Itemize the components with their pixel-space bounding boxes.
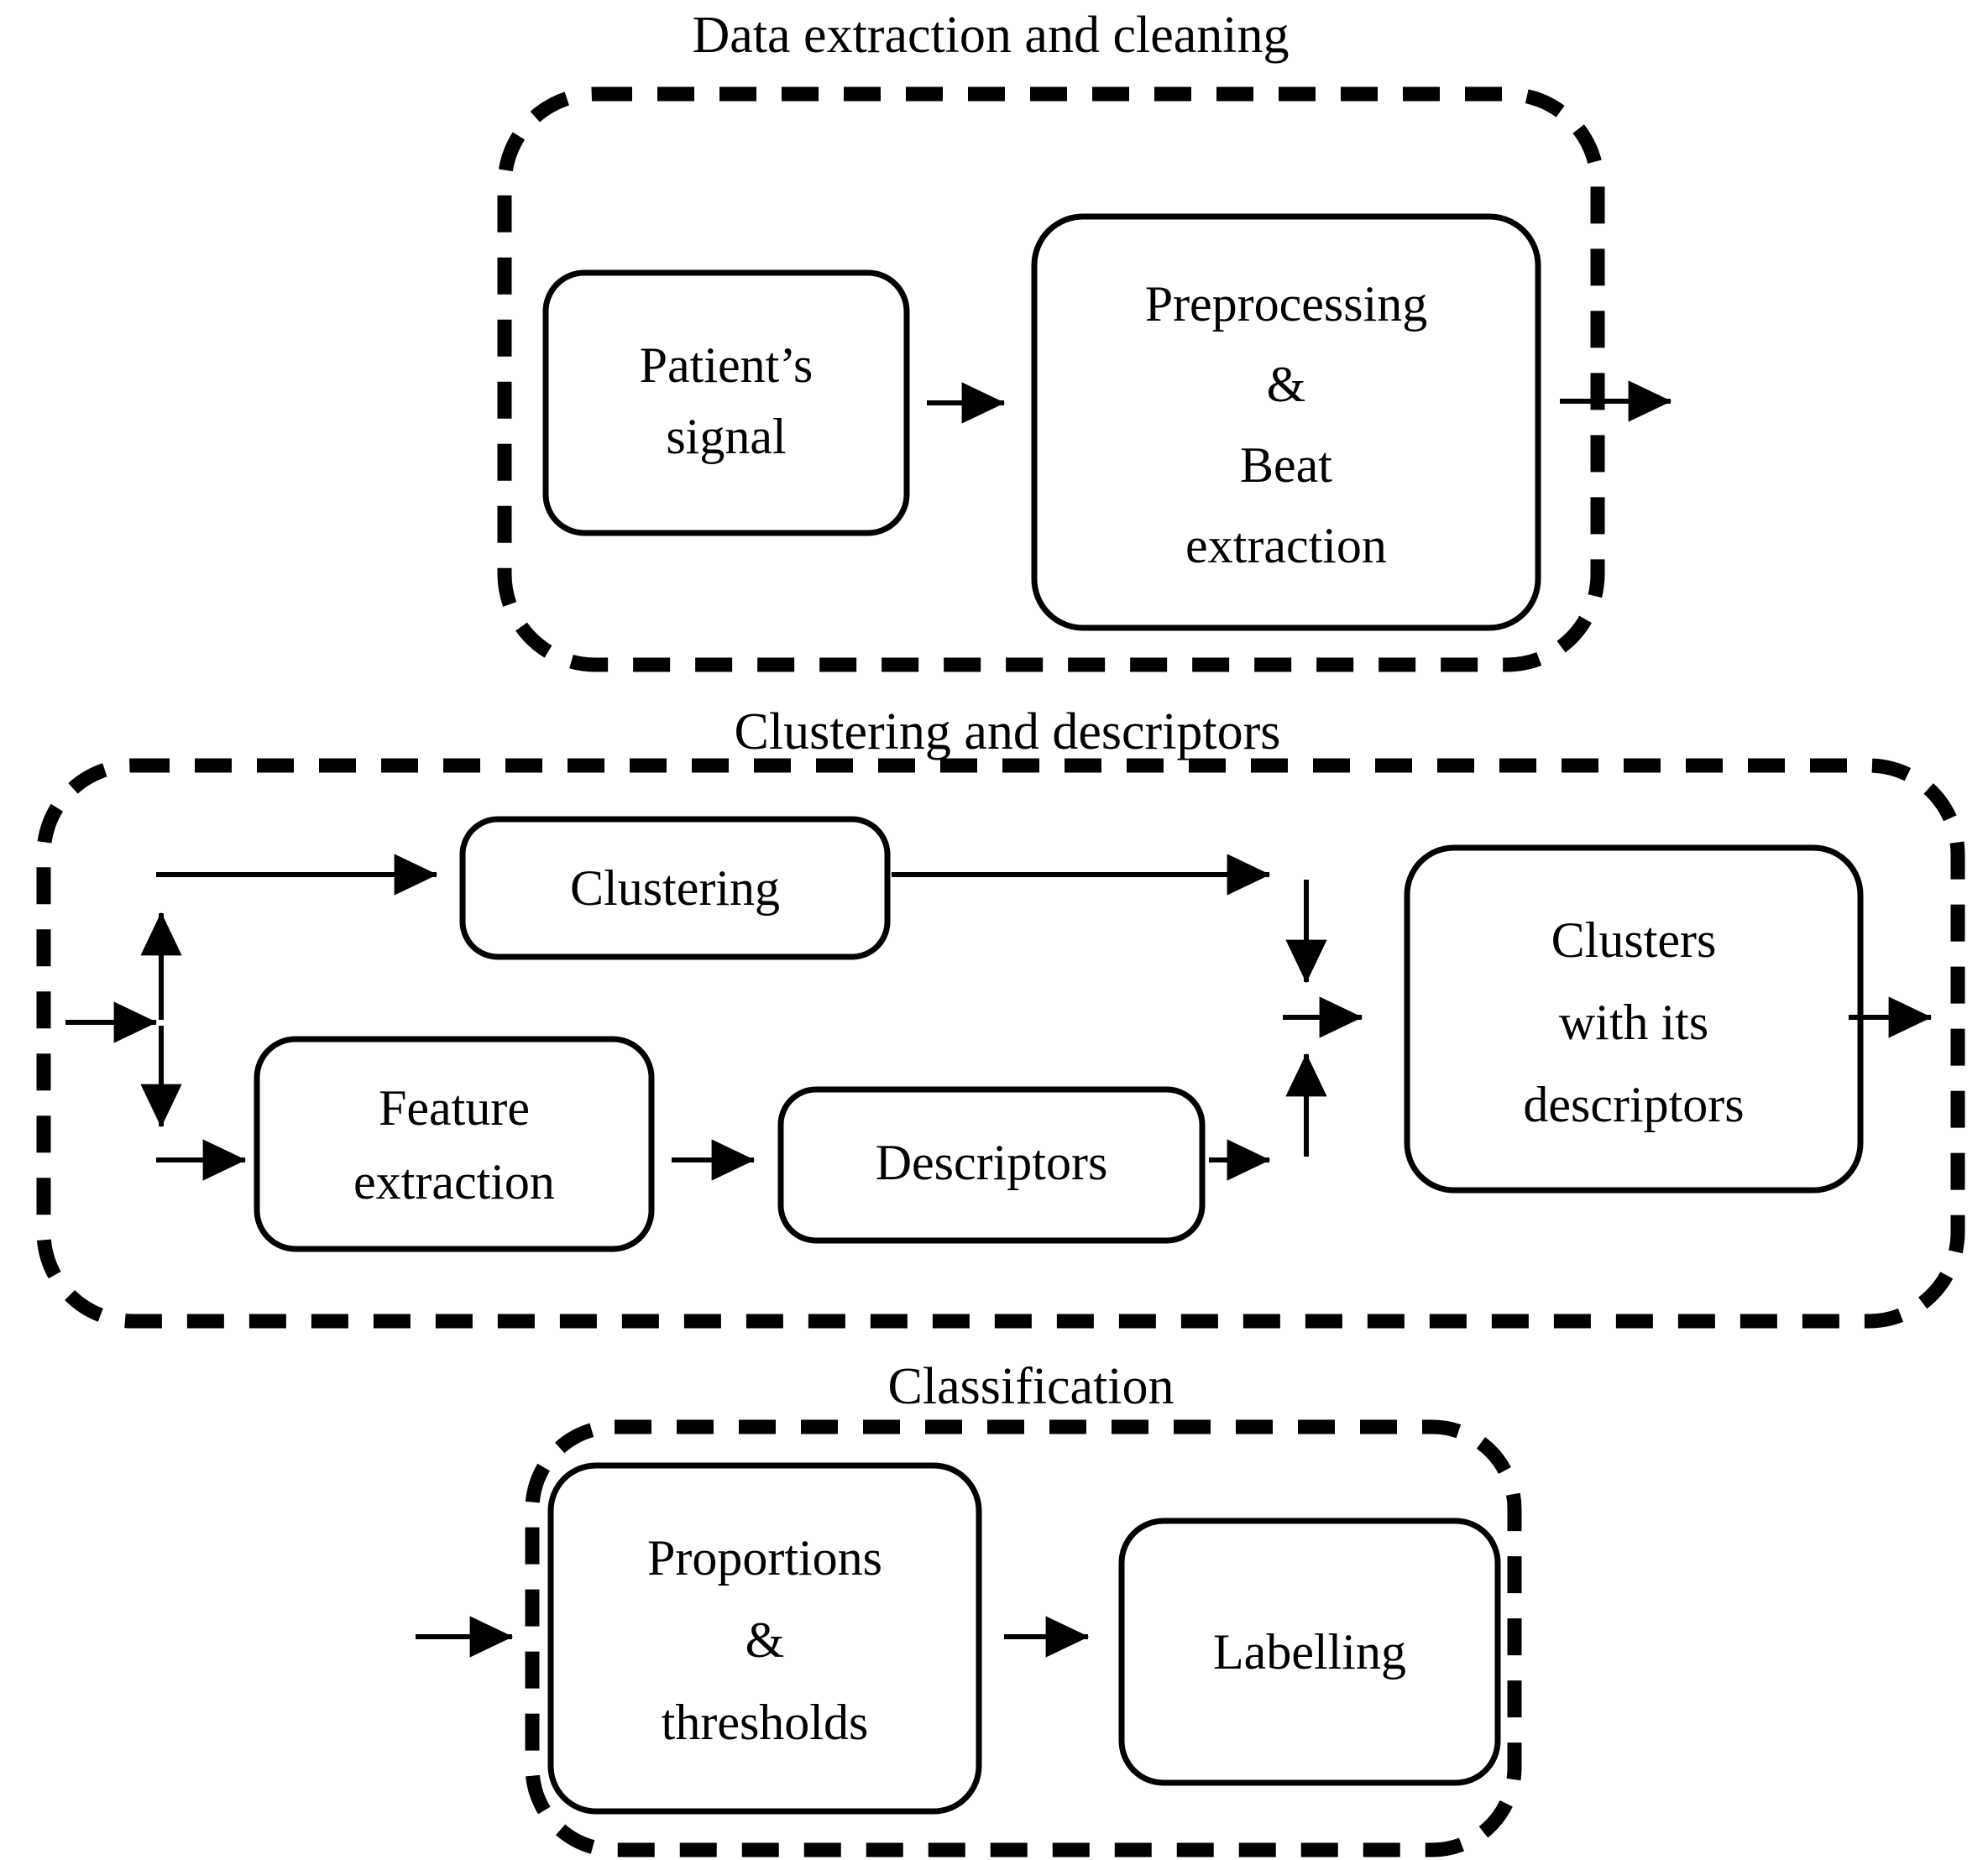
node-feature-extraction[interactable] <box>254 1036 655 1252</box>
node-proportions-label-line3: thresholds <box>662 1695 869 1750</box>
node-clusters-label-line2: with its <box>1559 995 1708 1050</box>
node-preprocessing-label-line4: extraction <box>1185 518 1387 573</box>
node-proportions-label-line2: & <box>746 1612 785 1668</box>
node-preprocessing-label-line3: Beat <box>1240 437 1332 493</box>
node-proportions-thresholds[interactable] <box>547 1462 982 1815</box>
node-preprocessing-beat-extraction[interactable] <box>1031 213 1541 631</box>
node-patients-signal[interactable] <box>542 269 910 536</box>
node-clustering[interactable] <box>459 816 891 960</box>
node-clustering-label: Clustering <box>570 860 780 916</box>
group-title-data-extraction: Data extraction and cleaning <box>693 7 1290 64</box>
group-title-classification: Classification <box>888 1358 1174 1415</box>
node-clusters-label-line1: Clusters <box>1551 912 1717 968</box>
node-preprocessing-label-line2: & <box>1267 357 1306 412</box>
node-descriptors-label: Descriptors <box>876 1135 1108 1190</box>
node-feature-extraction-label-line2: extraction <box>353 1154 555 1210</box>
group-title-clustering-descriptors: Clustering and descriptors <box>735 703 1281 760</box>
node-feature-extraction-label-line1: Feature <box>379 1080 530 1136</box>
group-boundary-classification <box>525 1419 1522 1857</box>
group-boundary-data-extraction <box>497 86 1605 672</box>
node-labelling[interactable] <box>1118 1518 1501 1786</box>
node-descriptors[interactable] <box>777 1086 1206 1244</box>
node-patients-signal-label-line2: signal <box>666 409 786 464</box>
group-boundary-clustering-descriptors <box>36 758 1965 1329</box>
node-proportions-label-line1: Proportions <box>647 1530 882 1586</box>
node-labelling-label: Labelling <box>1213 1624 1406 1680</box>
node-patients-signal-label-line1: Patient’s <box>640 337 814 393</box>
node-preprocessing-label-line1: Preprocessing <box>1145 276 1428 332</box>
node-clusters-label-line3: descriptors <box>1523 1077 1744 1132</box>
